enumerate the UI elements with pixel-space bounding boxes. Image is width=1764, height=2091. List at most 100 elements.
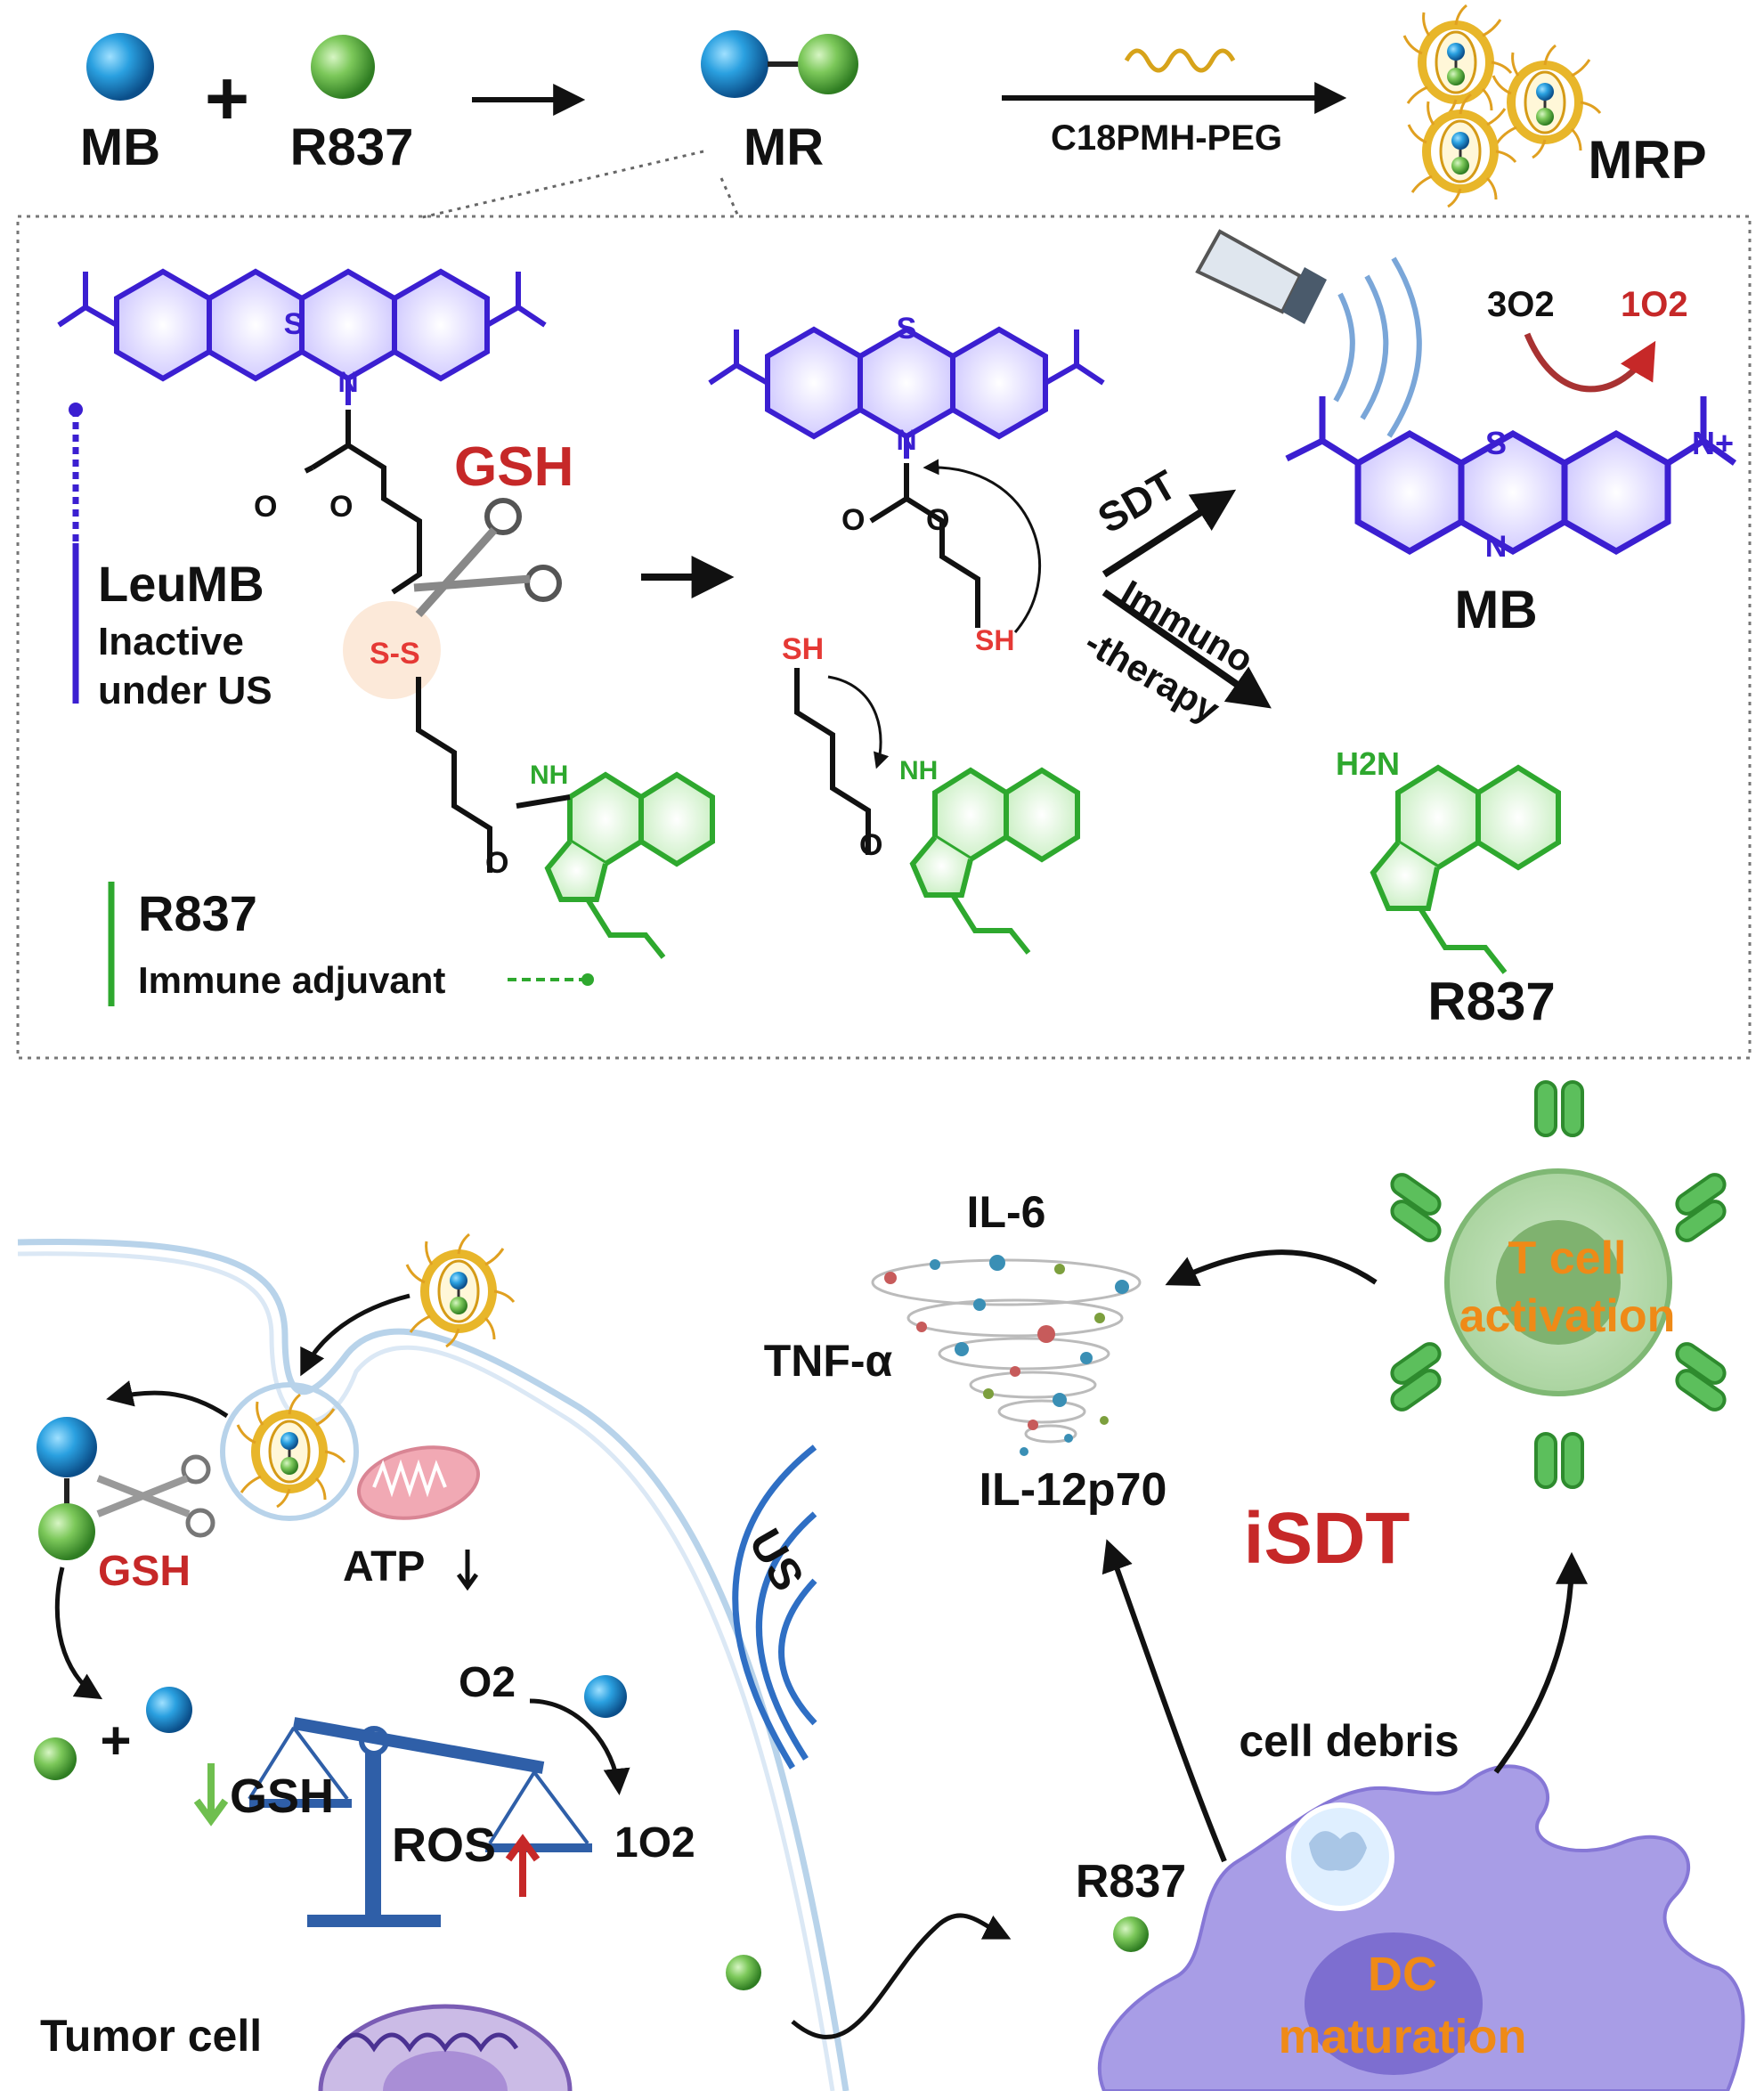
intermediate-thiol: SH <box>975 624 1014 656</box>
isdt-label: iSDT <box>1244 1498 1410 1579</box>
dc-to-tcell-arrow <box>1493 1551 1588 1774</box>
r837-bottom: R837 <box>1076 1856 1186 1908</box>
disulfide-bond: S-S <box>370 637 420 671</box>
free-thiol: SH <box>782 632 824 666</box>
r837-product-structure <box>1370 764 1561 974</box>
leumb-structure <box>57 268 547 405</box>
intermediate-ester-o: O <box>926 503 949 537</box>
leumb-linker <box>304 410 422 595</box>
r837-label: R837 <box>138 885 257 941</box>
zoom-line-left <box>418 150 704 220</box>
leumb-carbonyl-o: O <box>254 490 277 524</box>
zoom-line-right <box>719 177 741 219</box>
mrp-nanoparticle-2 <box>1493 45 1600 158</box>
cytokine-storm-icon <box>871 1258 1142 1444</box>
immuno-arrow <box>1101 589 1272 709</box>
balance-ros: ROS <box>392 1818 496 1872</box>
cell-debris-label: cell debris <box>1239 1716 1459 1766</box>
leumb-desc-line2: under US <box>98 669 272 712</box>
polymer-label: C18PMH-PEG <box>1051 118 1282 158</box>
singlet-o2-bottom: 1O2 <box>614 1819 695 1867</box>
plus-sign: + <box>205 56 249 142</box>
o2-label: O2 <box>459 1659 516 1706</box>
endosome <box>220 1382 359 1521</box>
attack-arrow <box>827 675 890 769</box>
mr-blue-cleaved <box>37 1417 97 1477</box>
r837-sphere <box>311 35 375 99</box>
tumor-cell-membrane <box>17 1239 849 2091</box>
leumb-bracket-dot <box>69 403 83 417</box>
mitochondria-icon <box>357 1445 480 1520</box>
r837-transport-arrow <box>791 1913 1012 2039</box>
mrp-nanoparticle-1 <box>1404 5 1511 118</box>
leumb-desc-line1: Inactive <box>98 620 244 663</box>
mr-green-cleaved <box>38 1503 95 1560</box>
scissors-icon-bottom <box>96 1454 215 1538</box>
intermediate-s-atom: S <box>897 312 917 346</box>
plus-bottom: + <box>100 1711 131 1770</box>
tcell-to-cytokine-arrow <box>1165 1249 1378 1287</box>
mr-label: MR <box>744 118 824 176</box>
mb-label: MB <box>80 118 160 176</box>
atp-label: ATP <box>343 1543 425 1591</box>
free-r837-sphere <box>34 1737 77 1780</box>
mr-green-sphere <box>798 34 858 94</box>
cytokine-dots <box>884 1255 1129 1456</box>
leumb-label: LeuMB <box>98 556 264 612</box>
il12-label: IL-12p70 <box>980 1464 1167 1516</box>
balance-gsh: GSH <box>230 1770 334 1823</box>
t-cell <box>1390 1080 1727 1489</box>
r837-intermediate-nh: NH <box>899 756 938 785</box>
top-row: MB + R837 MR C18PMH-PEG MRP <box>80 5 1707 207</box>
mb-product-n-plus: N+ <box>1692 425 1734 461</box>
photosensitizer-mb <box>584 1675 627 1718</box>
dc-nucleus <box>1305 1932 1483 2075</box>
nucleus-icon <box>318 2004 573 2091</box>
cell-debris-fragments <box>1309 1831 1367 1871</box>
intermediate-n-atom: N <box>896 424 916 456</box>
intermediate-carbonyl-o: O <box>841 503 865 537</box>
intermediate-mb-structure <box>708 326 1105 459</box>
amide-bond <box>516 794 571 809</box>
tnf-label: TNF-α <box>764 1336 893 1386</box>
disulfide-highlight <box>343 601 441 699</box>
dc-label-1: DC <box>1368 1948 1437 2001</box>
mr-blue-sphere <box>701 30 768 98</box>
balance-scale-icon <box>248 1717 592 1927</box>
mrp-label: MRP <box>1588 130 1706 190</box>
t-cell-label-1: T cell <box>1508 1233 1627 1284</box>
r837-desc: Immune adjuvant <box>138 959 445 1001</box>
singlet-oxygen: 1O2 <box>1621 285 1688 324</box>
ultrasound-waves-icon <box>732 1444 817 1770</box>
t-cell-label-2: activation <box>1459 1290 1676 1342</box>
ros-up-arrow <box>505 1834 541 1897</box>
il6-label: IL-6 <box>967 1187 1046 1237</box>
dendritic-cell <box>1097 1764 1745 2091</box>
amide-o: O <box>485 846 508 880</box>
atp-down-arrow <box>456 1550 479 1591</box>
r837-pointer-dot <box>581 973 594 986</box>
r837-intermediate-structure <box>909 767 1080 955</box>
mb-product-n-atom: N <box>1485 530 1508 564</box>
leumb-ester-o: O <box>329 490 353 524</box>
ultrasound-probe-icon <box>1195 229 1422 438</box>
scissors-icon <box>413 498 562 618</box>
free-amide-o: O <box>859 828 882 862</box>
intermediate-linker <box>869 463 980 628</box>
cyclization-arrow <box>923 459 1042 633</box>
exiting-r837-sphere <box>726 1955 761 1990</box>
oxygen-conversion-arrow <box>1524 332 1656 393</box>
uptake-arrow <box>300 1293 411 1377</box>
release-arrow <box>106 1380 229 1419</box>
dc-label-2: maturation <box>1278 2010 1526 2063</box>
free-thiol-chain <box>794 668 871 855</box>
dissociation-arrow <box>54 1566 103 1700</box>
gsh-trigger: GSH <box>454 436 573 498</box>
tumor-cell-membrane-inner <box>17 1251 835 2091</box>
mb-product-label: MB <box>1454 580 1537 639</box>
r837-bound-nh: NH <box>530 761 568 790</box>
scheme-box <box>16 215 1752 1060</box>
tumor-cell-label: Tumor cell <box>40 2011 262 2061</box>
r837-label: R837 <box>290 118 414 176</box>
